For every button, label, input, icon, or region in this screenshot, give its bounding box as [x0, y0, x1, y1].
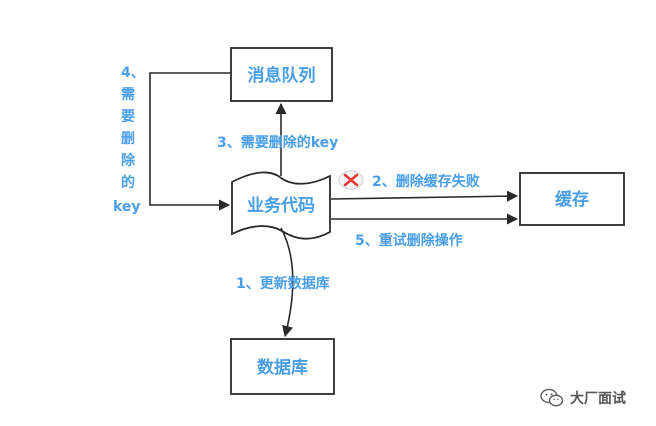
svg-text:的: 的	[121, 174, 135, 191]
node-business-code-label: 业务代码	[247, 195, 315, 216]
svg-text:除: 除	[121, 152, 136, 169]
svg-text:需: 需	[121, 86, 135, 103]
node-business-code: 业务代码	[231, 171, 331, 240]
x-mark-icon	[338, 170, 364, 190]
svg-text:删: 删	[121, 131, 135, 147]
watermark: 大厂面试	[540, 387, 626, 409]
node-cache: 缓存	[519, 172, 625, 226]
node-database: 数据库	[230, 338, 335, 395]
edge-step5-label: 5、重试删除操作	[355, 232, 463, 249]
svg-text:4、: 4、	[121, 65, 145, 81]
node-database-label: 数据库	[257, 357, 308, 378]
wechat-icon	[540, 388, 564, 407]
node-cache-label: 缓存	[555, 189, 589, 210]
edge-step1-label: 1、更新数据库	[236, 275, 330, 292]
svg-text:key: key	[113, 199, 141, 215]
edge-step3-label: 3、需要删除的key	[217, 134, 338, 151]
edge-step2-label: 2、删除缓存失败	[372, 173, 481, 190]
svg-text:要: 要	[121, 109, 135, 125]
edge-step4-label: 4、 需 要 删 除 的 key	[113, 65, 145, 215]
watermark-text: 大厂面试	[570, 391, 626, 407]
edge-delete-cache-failed	[330, 190, 519, 202]
node-message-queue: 消息队列	[230, 47, 333, 102]
edge-update-db	[280, 227, 294, 338]
node-message-queue-label: 消息队列	[248, 65, 316, 86]
edge-mq-to-biz	[149, 72, 231, 211]
